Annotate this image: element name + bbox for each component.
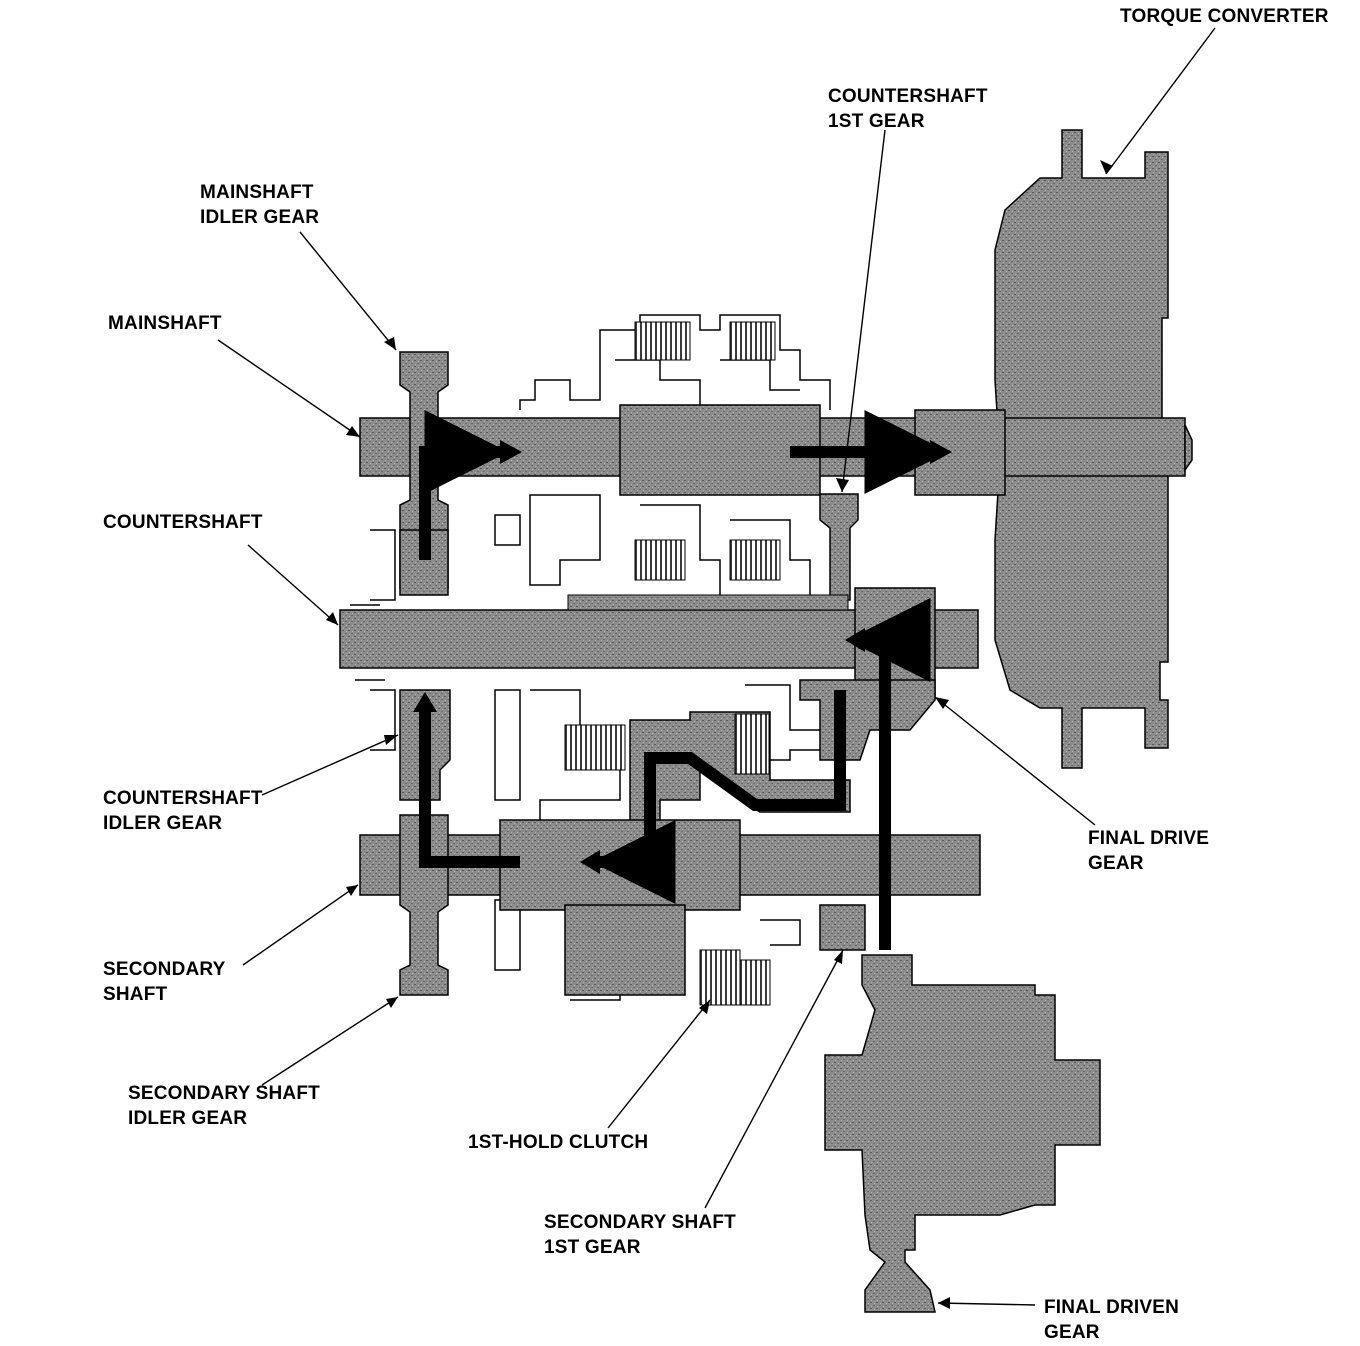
label-secondary-shaft-1st-gear: SECONDARY SHAFT 1ST GEAR <box>544 1210 736 1260</box>
countershaft-clutch-packs <box>564 539 781 771</box>
label-secondary-shaft-1st-gear-line1: SECONDARY SHAFT <box>544 1212 736 1233</box>
label-mainshaft: MAINSHAFT <box>108 313 222 334</box>
label-final-drive-gear: FINAL DRIVE GEAR <box>1088 826 1209 876</box>
countershaft-1st-gear <box>819 493 859 601</box>
label-torque-converter: TORQUE CONVERTER <box>1120 6 1329 27</box>
label-mainshaft-idler-gear-line1: MAINSHAFT <box>200 182 314 203</box>
final-driven-gear <box>824 954 1101 1313</box>
final-drive-gear <box>799 679 936 761</box>
label-final-driven-gear-line2: GEAR <box>1044 1322 1100 1343</box>
label-countershaft-1st-gear-line1: COUNTERSHAFT <box>828 86 988 107</box>
label-countershaft-1st-gear: COUNTERSHAFT 1ST GEAR <box>828 84 988 134</box>
label-mainshaft-idler-gear-line2: IDLER GEAR <box>200 207 320 228</box>
leader-arrowheads <box>326 160 1113 1309</box>
power-flow-arrowheads <box>413 440 952 874</box>
label-secondary-shaft-line2: SHAFT <box>103 984 168 1005</box>
label-final-driven-gear-line1: FINAL DRIVEN <box>1044 1297 1180 1318</box>
label-secondary-shaft-idler-gear: SECONDARY SHAFT IDLER GEAR <box>128 1081 320 1131</box>
label-secondary-shaft-1st-gear-line2: 1ST GEAR <box>544 1237 641 1258</box>
mainshaft-clutch-packs <box>634 321 776 361</box>
label-countershaft-idler-gear-line2: IDLER GEAR <box>103 813 223 834</box>
label-countershaft: COUNTERSHAFT <box>103 512 263 533</box>
label-mainshaft-idler-gear: MAINSHAFT IDLER GEAR <box>200 180 319 230</box>
label-final-driven-gear: FINAL DRIVEN GEAR <box>1044 1295 1179 1345</box>
label-countershaft-1st-gear-line2: 1ST GEAR <box>828 111 925 132</box>
label-final-drive-gear-line1: FINAL DRIVE <box>1088 828 1210 849</box>
label-secondary-shaft: SECONDARY SHAFT <box>103 957 226 1007</box>
leader-lines <box>217 27 1216 1306</box>
label-final-drive-gear-line2: GEAR <box>1088 853 1144 874</box>
label-secondary-shaft-line1: SECONDARY <box>103 959 226 980</box>
label-countershaft-idler-gear: COUNTERSHAFT IDLER GEAR <box>103 786 263 836</box>
label-countershaft-idler-gear-line1: COUNTERSHAFT <box>103 788 263 809</box>
label-secondary-shaft-idler-gear-line1: SECONDARY SHAFT <box>128 1083 320 1104</box>
secondary-shaft-1st-gear <box>819 904 866 951</box>
label-secondary-shaft-idler-gear-line2: IDLER GEAR <box>128 1108 248 1129</box>
label-first-hold-clutch: 1ST-HOLD CLUTCH <box>468 1132 649 1153</box>
